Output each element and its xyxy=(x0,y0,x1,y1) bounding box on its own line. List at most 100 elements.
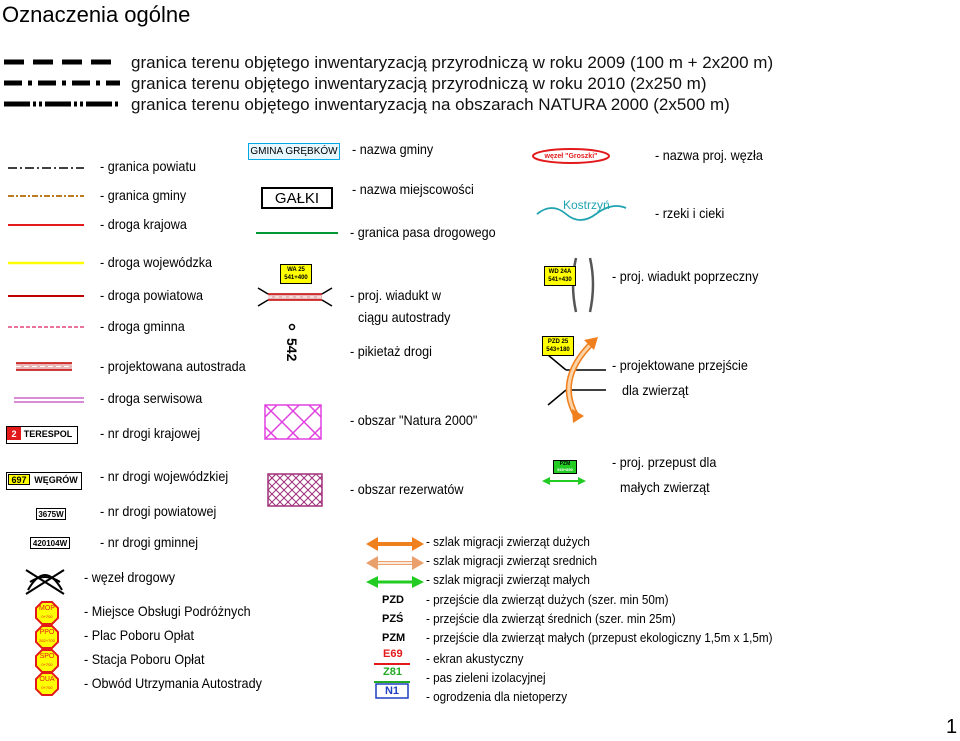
szlak-srednich-label: - szlak migracji zwierząt srednich xyxy=(426,553,597,568)
wa-box: WA 25 541+400 xyxy=(280,264,312,284)
szlak-duzych-label: - szlak migracji zwierząt dużych xyxy=(426,534,590,549)
rzeka-symbol xyxy=(536,205,627,221)
granica-gminy-label: - granica gminy xyxy=(100,187,187,203)
mop-octagon xyxy=(35,601,59,625)
oua-octagon xyxy=(35,672,59,696)
pzm-code: PZM xyxy=(382,632,406,644)
survey-line-natura-label: granica terenu objętego inwentaryzacją n… xyxy=(131,95,730,114)
pzs-code: PZŚ xyxy=(382,613,404,625)
przejscie-label-1: - projektowane przejście xyxy=(612,357,748,373)
spo-octagon-km: 0+700 xyxy=(41,661,53,667)
granica-pasa-label: - granica pasa drogowego xyxy=(350,224,496,240)
miejscowosc-box: GAŁKI xyxy=(261,187,333,209)
przejscie-label-2: dla zwierząt xyxy=(622,382,689,398)
wezel-name-text: węzeł "Groszki" xyxy=(544,152,598,160)
spo-label: - Stacja Poboru Opłat xyxy=(84,651,205,667)
nietoperze-box xyxy=(375,683,409,699)
pzd-desc: - przejście dla zwierząt dużych (szer. m… xyxy=(426,592,669,607)
nr-drogi-gminnej-label: - nr drogi gminnej xyxy=(100,534,199,550)
droga-krajowa-label: - droga krajowa xyxy=(100,216,187,232)
krajowa-badge: 2 TERESPOL xyxy=(6,426,78,444)
droga-gminna-label: - droga gminna xyxy=(100,318,185,334)
ogrodzenia-label: - ogrodzenia dla nietoperzy xyxy=(426,689,568,704)
wd-box: WD 24A 541+430 xyxy=(544,266,576,286)
szlak-duzych-arrow xyxy=(366,537,424,551)
natura-2000-symbol xyxy=(264,404,322,440)
granica-powiatu-label: - granica powiatu xyxy=(100,158,196,174)
survey-line-2009-label: granica terenu objętego inwentaryzacją p… xyxy=(131,53,774,72)
nazwa-gminy-label: - nazwa gminy xyxy=(352,141,434,157)
krajowa-badge-number: 2 xyxy=(7,427,21,440)
wojewodzka-badge: 697 WĘGRÓW xyxy=(6,472,82,490)
e69-code: E69 xyxy=(383,648,403,660)
pzd-box-line1: PZD 25 xyxy=(547,338,569,345)
przepust-label-2: małych zwierząt xyxy=(620,479,710,495)
ppo-label: - Plac Poboru Opłat xyxy=(84,627,194,643)
wojewodzka-badge-number: 697 xyxy=(8,474,30,485)
ppo-octagon xyxy=(35,625,59,649)
projektowana-autostrada-symbol xyxy=(16,362,72,371)
wiadukt-poprzeczny-symbol xyxy=(571,257,595,313)
oua-octagon-text: OUA xyxy=(39,675,55,683)
n1-code: N1 xyxy=(384,685,400,697)
gmina-name-box: GMINA GRĘBKÓW xyxy=(248,143,340,160)
page-number: 1 xyxy=(946,716,958,738)
mop-label: - Miejsce Obsługi Podróżnych xyxy=(84,603,251,619)
wezel-drogowy-symbol xyxy=(25,569,65,595)
rezerwat-label: - obszar rezerwatów xyxy=(350,481,464,497)
droga-wojewodzka-label: - droga wojewódzka xyxy=(100,254,213,270)
nr-drogi-krajowej-label: - nr drogi krajowej xyxy=(100,425,201,441)
spo-octagon-text: SPO xyxy=(39,652,55,660)
szlak-srednich-arrow xyxy=(366,556,424,570)
survey-line-2010-label: granica terenu objętego inwentaryzacją p… xyxy=(131,74,707,93)
wiadukt-poprzeczny-label: - proj. wiadukt poprzeczny xyxy=(612,268,759,284)
droga-serwisowa-symbol xyxy=(14,397,84,403)
rzeki-label: - rzeki i cieki xyxy=(655,205,725,221)
ppo-octagon-km: 262+700 xyxy=(39,637,55,643)
natura-label: - obszar "Natura 2000" xyxy=(350,412,478,428)
wiadukt-label-1: - proj. wiadukt w xyxy=(350,287,442,303)
przepust-symbol xyxy=(542,477,586,485)
wd-box-line1: WD 24A xyxy=(548,268,572,275)
droga-powiatowa-label: - droga powiatowa xyxy=(100,287,203,303)
nazwa-miejscowosci-label: - nazwa miejscowości xyxy=(352,181,474,197)
rezerwat-symbol xyxy=(267,473,323,507)
przejscie-zwierzat-symbol xyxy=(547,337,606,423)
droga-serwisowa-label: - droga serwisowa xyxy=(100,390,203,406)
pzs-desc: - przejście dla zwierząt średnich (szer.… xyxy=(426,611,676,626)
mop-octagon-text: MOP xyxy=(39,604,55,612)
krajowa-badge-name: TERESPOL xyxy=(23,428,73,439)
wa-box-line1: WA 25 xyxy=(287,266,305,273)
pikietaz-label: - pikietaż drogi xyxy=(350,343,432,359)
pzm-box-line1: PZM xyxy=(559,461,571,467)
pas-zieleni-label: - pas zieleni izolacyjnej xyxy=(426,670,546,685)
oua-label: - Obwód Utrzymania Autostrady xyxy=(84,675,262,691)
z81-code: Z81 xyxy=(383,666,402,678)
nr-drogi-powiatowej-label: - nr drogi powiatowej xyxy=(100,503,217,519)
rzeka-name: Kostrzyń xyxy=(563,198,610,212)
wiadukt-w-ciagu-symbol xyxy=(257,287,333,307)
oua-octagon-km: 0+700 xyxy=(41,684,53,690)
wd-box-line2: 541+430 xyxy=(548,276,572,283)
pzm-box: PZM 535+850 xyxy=(553,460,577,474)
pikietaz-number: 542 xyxy=(284,338,300,362)
pzd-box: PZD 25 543+180 xyxy=(542,336,574,356)
pzd-code: PZD xyxy=(382,594,404,606)
pikietaz-symbol xyxy=(288,323,296,331)
pzm-box-line2: 535+850 xyxy=(557,466,573,472)
page-title: Oznaczenia ogólne xyxy=(2,2,191,27)
ekran-label: - ekran akustyczny xyxy=(426,651,524,666)
wa-box-line2: 541+400 xyxy=(284,274,308,281)
przepust-label-1: - proj. przepust dla xyxy=(612,454,717,470)
wezel-drogowy-label: - węzeł drogowy xyxy=(84,569,176,585)
szlak-malych-label: - szlak migracji zwierząt małych xyxy=(426,572,590,587)
wiadukt-label-2: ciągu autostrady xyxy=(358,309,451,325)
ppo-octagon-text: PPO xyxy=(39,628,55,636)
wojewodzka-badge-name: WĘGRÓW xyxy=(34,474,78,485)
nr-drogi-wojewodzkiej-label: - nr drogi wojewódzkiej xyxy=(100,468,229,484)
mop-octagon-km: 0+700 xyxy=(41,613,53,619)
gmina-badge: 420104W xyxy=(30,537,70,549)
projektowana-autostrada-label: - projektowana autostrada xyxy=(100,358,246,374)
powiat-badge: 3675W xyxy=(36,508,66,520)
